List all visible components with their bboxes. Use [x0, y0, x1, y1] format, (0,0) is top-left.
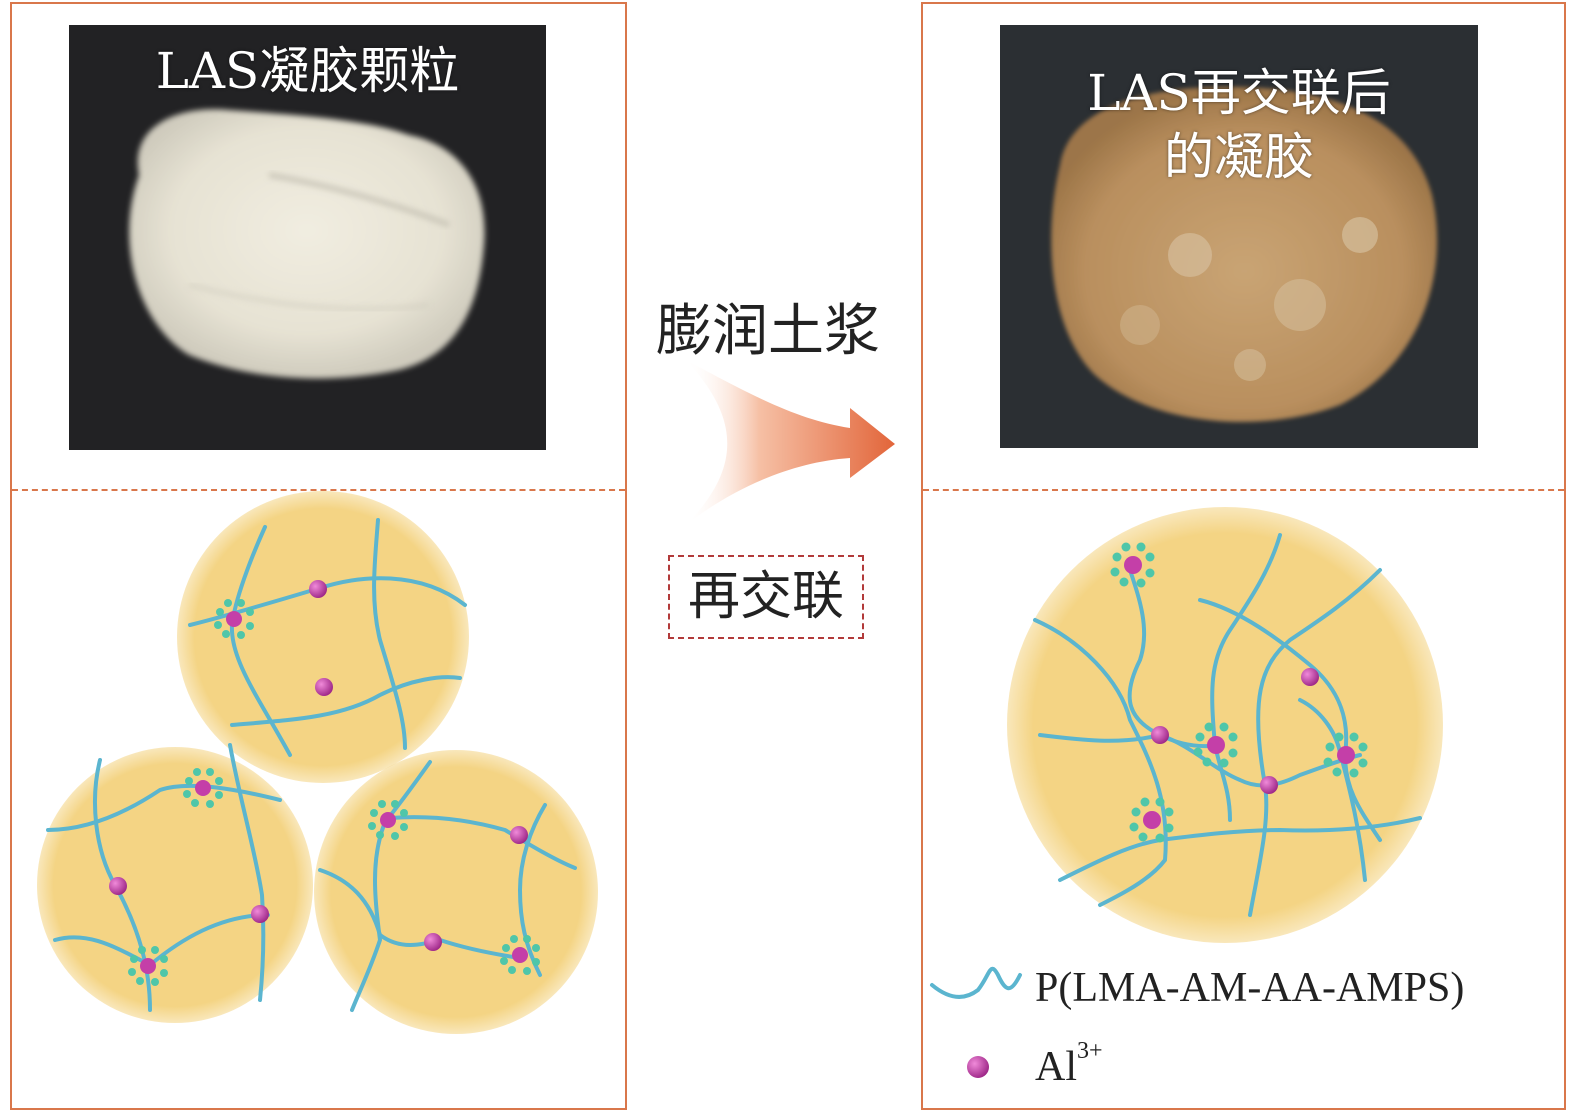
process-arrow [686, 360, 895, 525]
left-panel-frame [10, 2, 627, 1110]
legend-chain-icon [930, 966, 1022, 999]
crosslinker-cluster [500, 935, 540, 975]
las-gel-particles-photo: LAS凝胶颗粒 [69, 25, 546, 450]
legend-ion-label: Al3+ [1035, 1038, 1103, 1091]
crosslinker-cluster [1193, 722, 1238, 768]
crosslinker-cluster [1323, 732, 1368, 778]
crosslinker-cluster [183, 768, 223, 808]
left-photo-caption: LAS凝胶颗粒 [155, 42, 460, 100]
step-label-bentonite-slurry: 膨润土浆 [656, 299, 880, 364]
crosslinker-cluster [214, 599, 254, 639]
legend-ion-symbol: Al [1035, 1044, 1077, 1090]
las-recrosslinked-gel-photo: LAS再交联后 的凝胶 [1000, 25, 1478, 448]
crosslinker-cluster [1129, 797, 1174, 843]
crosslinker-cluster [1110, 542, 1155, 588]
particle-bottom-right [314, 750, 598, 1034]
particle-top [177, 491, 469, 783]
legend-ion-charge: 3+ [1077, 1038, 1103, 1064]
legend-chain-label: P(LMA-AM-AA-AMPS) [1035, 965, 1465, 1011]
crosslinker-cluster [128, 946, 168, 986]
left-divider [12, 489, 625, 491]
right-photo-caption-line1: LAS再交联后 [1087, 64, 1391, 122]
legend-ion-icon [967, 1056, 989, 1078]
step-box-recrosslink: 再交联 [668, 555, 864, 639]
right-photo-caption-line2: 的凝胶 [1164, 128, 1314, 186]
right-divider [923, 489, 1564, 491]
particle-bottom-left [37, 743, 313, 1023]
crosslinker-cluster [368, 800, 408, 840]
right-panel-frame [921, 2, 1566, 1110]
particle-recrosslinked [1007, 507, 1443, 943]
